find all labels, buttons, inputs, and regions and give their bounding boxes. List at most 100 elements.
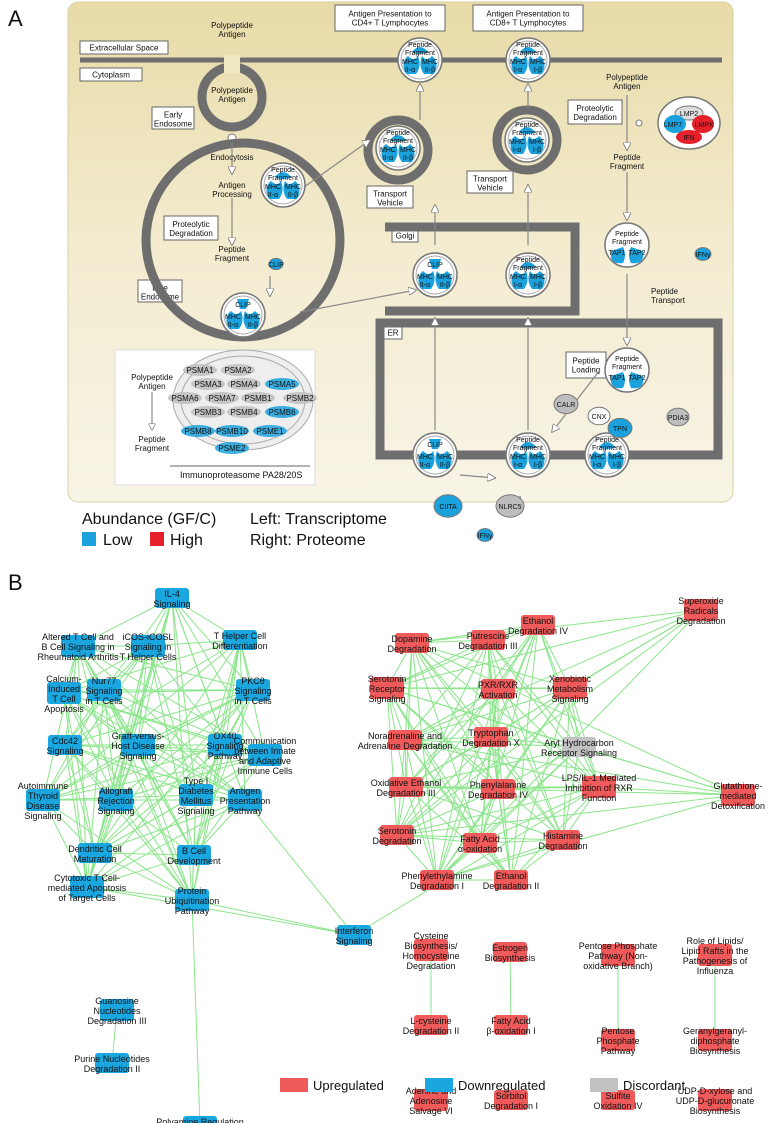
edge-xeno-hist xyxy=(562,687,571,841)
edge-xeno-noradr xyxy=(404,687,571,741)
mhc2-clip-er-beta: II-β xyxy=(440,462,450,469)
tap-cytoplasm-tap2: TAP2 xyxy=(629,250,646,257)
er-membrane xyxy=(375,318,723,460)
legend-down-swatch xyxy=(425,1078,453,1092)
mhc1-surface-mhc-right: MHC xyxy=(530,59,546,66)
edge-autoimm-ubiq xyxy=(42,799,193,901)
mhc1-golgi-alpha: I-α xyxy=(514,282,522,289)
edge-eth4-oxeth xyxy=(405,624,539,788)
tap-er-tap2: TAP2 xyxy=(629,375,646,382)
edge-gsh-oxeth xyxy=(405,786,739,796)
edge-gvhd-ubiq xyxy=(137,744,193,901)
proteolytic-degradation-left-label-frame xyxy=(163,215,219,241)
edge-putres-aryl xyxy=(487,639,580,748)
subunit-psma3: PSMA3 xyxy=(191,378,225,390)
edge-pkc-ctl xyxy=(86,689,254,888)
subunit-psma2: PSMA2 xyxy=(221,364,255,376)
edge-eth4-phenyl xyxy=(436,624,539,881)
transport-vehicle-1-label-frame xyxy=(366,185,414,209)
legend-down-label: Downregulated xyxy=(458,1078,545,1093)
transport-vehicle-ring-2 xyxy=(492,105,562,175)
edge-lps-sero_d xyxy=(396,786,600,836)
edge-putres-noradr xyxy=(404,639,489,741)
tap-er-tap1: TAP1 xyxy=(609,375,626,382)
ifng-cytoplasm-label: IFNγ xyxy=(696,252,711,259)
mhc1-surface-beta: I-β xyxy=(534,67,542,74)
edge-gsh-noradr xyxy=(404,739,739,796)
mhc2-surface-mhc-left: MHC xyxy=(402,59,418,66)
edge-gsh-sero_d xyxy=(396,794,739,836)
edge-pkc-bcell xyxy=(193,689,254,856)
edge-cdc42-ubiq xyxy=(64,744,193,901)
mhc1-golgi-mhc-left: MHC xyxy=(510,274,526,281)
node-polyam-label: Polyamine Regulationin Colon Cancer xyxy=(156,1117,244,1123)
svg-text:PSMB8: PSMB8 xyxy=(184,427,212,436)
edge-xeno-sero_d xyxy=(396,687,571,836)
mhc1-surface-alpha: I-α xyxy=(514,67,522,74)
edge-altered-autoimm xyxy=(42,645,79,801)
edge-gsh-aryl xyxy=(578,746,739,796)
endosome-opening xyxy=(224,55,240,73)
extracellular-label: Extracellular Space xyxy=(90,44,159,53)
cnx-label: CNX xyxy=(592,414,607,421)
ifng-er: IFNγ xyxy=(476,528,494,542)
edge-gvhd-agpres xyxy=(137,744,246,801)
mhc2-clip-golgi-alpha: II-α xyxy=(420,282,430,289)
legend-up-swatch xyxy=(280,1078,308,1092)
edge-dopa-phe xyxy=(411,642,499,790)
edge-eth4-sero_r xyxy=(386,624,539,689)
mhc1-golgi-mhc-right: MHC xyxy=(530,274,546,281)
edge-lps-fao xyxy=(479,786,600,844)
mhc2-clip-golgi-top-label: CLIP xyxy=(427,262,443,269)
antigen-presentation-cd4-label-frame xyxy=(334,4,446,32)
calr-label: CALR xyxy=(557,402,576,409)
edge-calcium-dc xyxy=(63,692,96,854)
mhc1-er-mhc-right: MHC xyxy=(530,454,546,461)
